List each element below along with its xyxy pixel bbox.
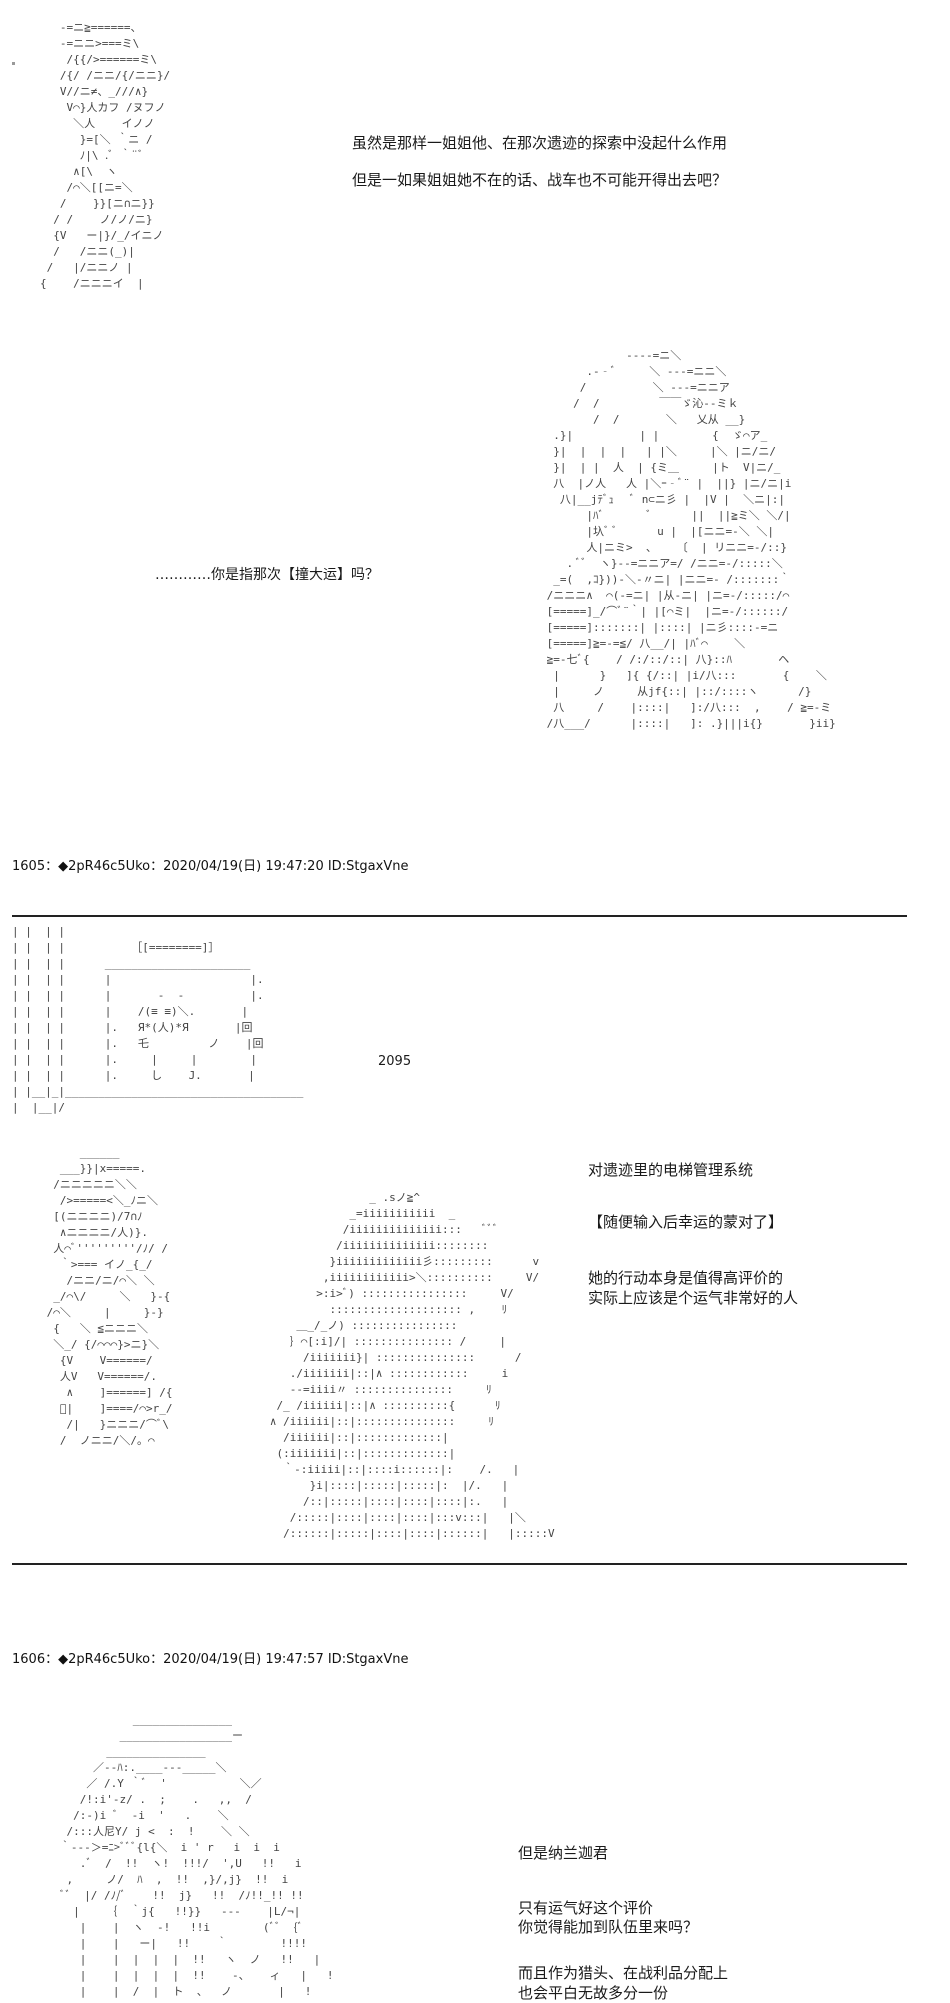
caption-extra-share: 也会平白无故多分一份 xyxy=(518,1984,669,2002)
dialogue-line-1: 虽然是那样一姐姐他、在那次遗迹的探索中没起什么作用 xyxy=(352,134,728,152)
ascii-art-elevator: | | | | | | | | ［[========]］ | | | | ___… xyxy=(12,925,304,1114)
caption-lucky-person: 实际上应该是个运气非常好的人 xyxy=(588,1289,799,1307)
ascii-art-girl: ----=ニ＼ .-‐ﾞ ＼ ---=ニニ＼ / ＼ ---=ニニア / / ￣… xyxy=(546,349,836,730)
ascii-art-boy: -=ニ≧======、 -=ニニ>===ミ\ /{{/>======ミ\ /{/… xyxy=(40,21,171,290)
ascii-art-figure: ______ ___}}|x=====. /ニニニニニ＼＼ />=====<＼_… xyxy=(46,1146,173,1447)
panel-divider-top xyxy=(12,915,907,917)
caption-narancia: 但是纳兰迦君 xyxy=(518,1844,609,1862)
floor-counter: 2095 xyxy=(378,1054,412,1069)
caption-headhunter: 而且作为猎头、在战利品分配上 xyxy=(518,1964,729,1982)
caption-high-evaluation: 她的行动本身是值得高评价的 xyxy=(588,1269,784,1287)
post-header-1605: 1605：◆2pR46c5Uko：2020/04/19(日) 19:47:20 … xyxy=(12,859,409,874)
caption-lucky-guess: 【随便输入后幸运的蒙对了】 xyxy=(588,1213,784,1231)
post-header-1606: 1606：◆2pR46c5Uko：2020/04/19(日) 19:47:57 … xyxy=(12,1652,409,1667)
scan-speck xyxy=(12,62,15,65)
ascii-art-shadow: _ .sノ≧^ _=iiiiiiiiiii _ /iiiiiiiiiiiiii:… xyxy=(269,1191,555,1540)
question-line: …………你是指那次【撞大运】吗？ xyxy=(155,567,379,583)
caption-elevator-system: 对遗迹里的电梯管理系统 xyxy=(588,1161,754,1179)
caption-only-luck: 只有运气好这个评价 xyxy=(518,1899,654,1917)
caption-join-team: 你觉得能加到队伍里来吗？ xyxy=(518,1918,699,1936)
ascii-art-hat-figure: _______________ _________________ー _____… xyxy=(59,1713,334,1998)
dialogue-line-2: 但是一如果姐姐她不在的话、战车也不可能开得出去吧？ xyxy=(352,171,728,189)
panel-divider-bottom xyxy=(12,1563,907,1565)
